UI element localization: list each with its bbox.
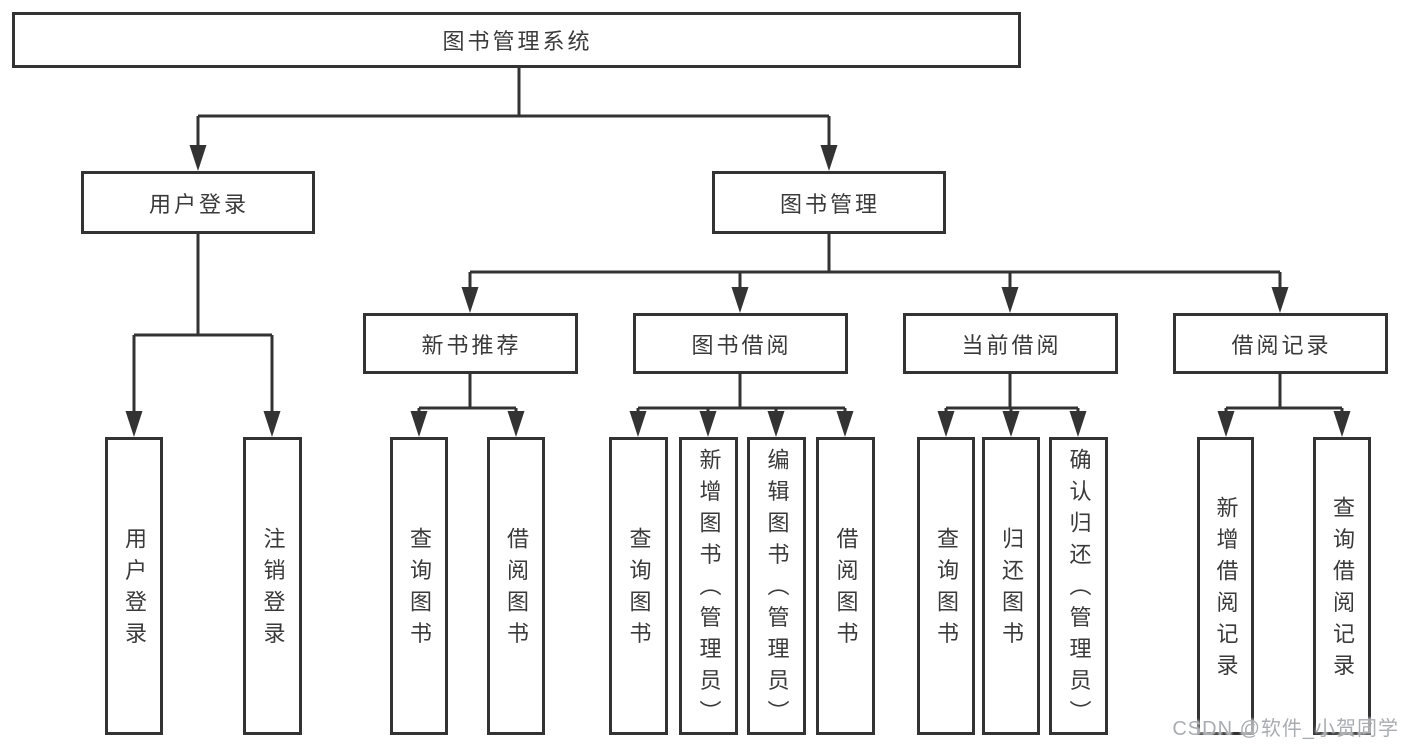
node-book-borrowing-label: 图书借阅 <box>691 332 792 358</box>
watermark: CSDN @软件_小贺同学 <box>1172 718 1399 740</box>
leaf-query-books-borrowing-label: 查询图书 <box>626 527 652 653</box>
node-current-borrowing: 当前借阅 <box>903 313 1118 374</box>
node-root: 图书管理系统 <box>12 12 1021 68</box>
leaf-user-login: 用户登录 <box>105 437 163 735</box>
leaf-add-borrow-record-label: 新增借阅记录 <box>1213 495 1239 685</box>
leaf-edit-book-admin: 编辑图书（管理员） <box>747 437 806 735</box>
connector-new-book-split <box>417 374 518 414</box>
leaf-borrow-books-borrowing: 借阅图书 <box>816 437 875 735</box>
arrowhead-icon <box>1271 287 1289 313</box>
arrowhead-icon <box>1333 411 1351 437</box>
arrowhead-icon <box>731 287 749 313</box>
leaf-query-books-borrowing: 查询图书 <box>609 437 668 735</box>
leaf-borrow-books-borrowing-label: 借阅图书 <box>833 527 859 653</box>
arrowhead-icon <box>1069 411 1087 437</box>
node-root-label: 图书管理系统 <box>442 29 593 54</box>
leaf-borrow-books-recommend: 借阅图书 <box>487 437 545 735</box>
leaf-logout: 注销登录 <box>243 437 302 735</box>
arrowhead-icon <box>263 411 281 437</box>
arrowhead-icon <box>699 411 717 437</box>
node-borrowing-records: 借阅记录 <box>1173 313 1388 374</box>
node-user-login-label: 用户登录 <box>148 191 249 217</box>
arrowhead-icon <box>1217 411 1235 437</box>
arrowhead-icon <box>410 411 428 437</box>
arrowheads <box>125 145 1351 437</box>
arrowhead-icon <box>1002 411 1020 437</box>
arrowhead-icon <box>1001 287 1019 313</box>
leaf-add-book-admin-label: 新增图书（管理员） <box>696 448 722 732</box>
node-book-management: 图书管理 <box>712 171 946 234</box>
connector-borrow-record-split <box>1224 374 1344 414</box>
leaf-add-book-admin: 新增图书（管理员） <box>679 437 738 735</box>
arrowhead-icon <box>767 411 785 437</box>
connector-book-management-split <box>468 234 1282 290</box>
leaf-confirm-return-admin-label: 确认归还（管理员） <box>1066 448 1092 732</box>
node-book-borrowing: 图书借阅 <box>633 313 848 374</box>
arrowhead-icon <box>189 145 207 171</box>
connector-current-borrow-split <box>944 374 1080 414</box>
leaf-logout-label: 注销登录 <box>260 527 286 653</box>
leaf-query-borrow-record-label: 查询借阅记录 <box>1330 495 1355 685</box>
leaf-edit-book-admin-label: 编辑图书（管理员） <box>764 448 790 732</box>
leaf-query-books-recommend: 查询图书 <box>390 437 448 735</box>
leaf-query-books-current: 查询图书 <box>917 437 975 735</box>
leaf-return-books: 归还图书 <box>982 437 1040 735</box>
leaf-borrow-books-recommend-label: 借阅图书 <box>504 527 529 653</box>
arrowhead-icon <box>125 411 143 437</box>
arrowhead-icon <box>820 145 838 171</box>
node-user-login: 用户登录 <box>81 171 315 234</box>
node-borrowing-records-label: 借阅记录 <box>1231 332 1332 358</box>
leaf-user-login-label: 用户登录 <box>122 527 147 653</box>
node-new-book-recommend: 新书推荐 <box>363 313 578 374</box>
connector-user-login-split <box>132 234 274 414</box>
connector-root-to-level2 <box>196 68 831 148</box>
connector-book-borrow-split <box>636 374 847 414</box>
leaf-return-books-label: 归还图书 <box>999 527 1024 653</box>
arrowhead-icon <box>937 411 955 437</box>
node-book-management-label: 图书管理 <box>779 191 880 217</box>
arrowhead-icon <box>461 287 479 313</box>
leaf-query-books-recommend-label: 查询图书 <box>407 527 432 653</box>
arrowhead-icon <box>836 411 854 437</box>
arrowhead-icon <box>507 411 525 437</box>
node-new-book-recommend-label: 新书推荐 <box>421 332 522 358</box>
arrowhead-icon <box>629 411 647 437</box>
node-current-borrowing-label: 当前借阅 <box>961 332 1062 358</box>
leaf-add-borrow-record: 新增借阅记录 <box>1197 437 1254 735</box>
leaf-confirm-return-admin: 确认归还（管理员） <box>1049 437 1108 735</box>
leaf-query-books-current-label: 查询图书 <box>934 527 959 653</box>
leaf-query-borrow-record: 查询借阅记录 <box>1313 437 1371 735</box>
